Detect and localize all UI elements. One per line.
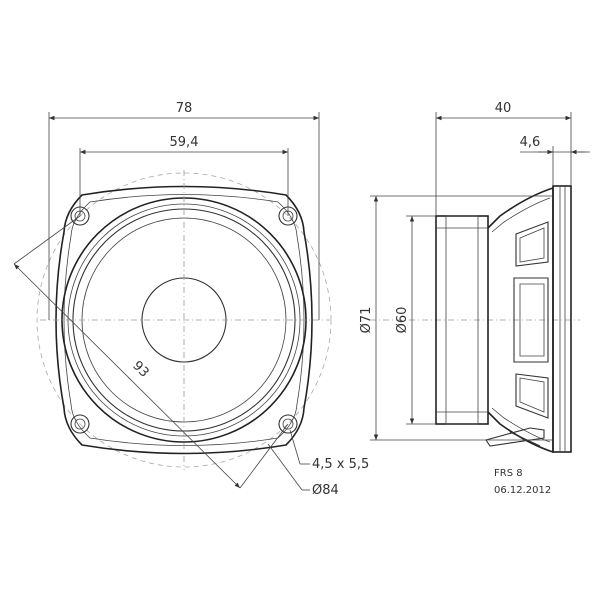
- side-view: 40 4,6 Ø71 Ø60: [359, 101, 590, 454]
- dim-diagonal: 93: [129, 358, 151, 380]
- mounting-hole-br: [278, 414, 298, 434]
- front-flange: [552, 185, 572, 453]
- dim-magnet-dia: Ø60: [395, 307, 410, 334]
- dim-overall-width: 78: [176, 101, 193, 116]
- dim-line-diagonal: [13, 263, 241, 489]
- dim-depth: 40: [495, 101, 512, 116]
- basket-window-bottom: [515, 373, 549, 419]
- model-name: FRS 8: [494, 468, 523, 479]
- dim-flange: 4,6: [520, 135, 541, 150]
- drawing-date: 06.12.2012: [494, 485, 551, 496]
- dim-hole-spacing: 59,4: [170, 135, 199, 150]
- terminal: [485, 427, 545, 447]
- title-block: FRS 8 06.12.2012: [494, 468, 551, 496]
- basket-window-top: [515, 221, 549, 267]
- dim-outer-dia: Ø71: [359, 307, 374, 334]
- dim-hole-size: 4,5 x 5,5: [312, 457, 369, 472]
- basket-window-mid: [513, 277, 549, 363]
- front-view: 78 59,4 93 4,5 x 5,5 Ø84: [13, 101, 369, 498]
- dim-bolt-circle: Ø84: [312, 483, 339, 498]
